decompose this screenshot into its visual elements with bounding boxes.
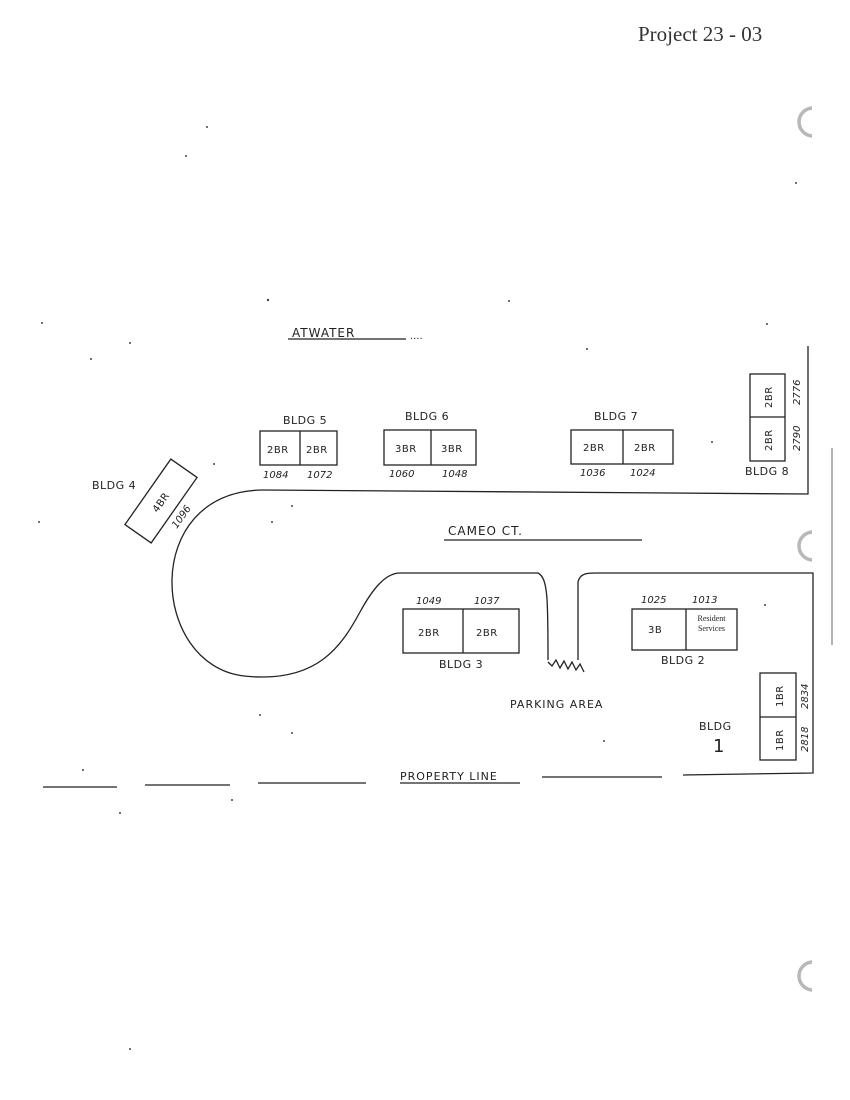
bldg-6-outline	[383, 429, 477, 466]
bldg-4-outline	[124, 458, 198, 544]
bldg-8-unit-1: 2BR	[764, 386, 775, 408]
bldg-5-unit-2: 2BR	[306, 445, 328, 456]
bldg-1-label: BLDG	[699, 720, 732, 733]
bldg-3-label: BLDG 3	[439, 658, 483, 671]
property-line-label: PROPERTY LINE	[400, 770, 498, 783]
bldg-8-address-1: 2776	[792, 380, 803, 405]
bldg-7-unit-2: 2BR	[634, 443, 656, 454]
bldg-4-address-1: 1096	[170, 504, 194, 531]
road-north-edge	[261, 346, 809, 495]
parking-area-label: PARKING AREA	[510, 698, 603, 711]
bldg-3-unit-1: 2BR	[418, 628, 440, 639]
bldg-1-number: 1	[713, 736, 724, 757]
bldg-6-label: BLDG 6	[405, 410, 449, 423]
bldg-7-address-1: 1036	[580, 468, 605, 479]
bldg-6-unit-2: 3BR	[441, 444, 463, 455]
bldg-8-label: BLDG 8	[745, 465, 789, 478]
bldg-5-address-1: 1084	[263, 470, 288, 481]
bldg-6-unit-1: 3BR	[395, 444, 417, 455]
bldg-2-unit-2-box: Resident Services	[697, 614, 726, 633]
bldg-3-address-1: 1049	[416, 596, 441, 607]
bldg-7-label: BLDG 7	[594, 410, 638, 423]
bldg-1-unit-1: 1BR	[775, 685, 786, 707]
bldg-1-address-2: 2818	[800, 727, 811, 752]
bldg-5-address-2: 1072	[307, 470, 332, 481]
bldg-2-address-2: 1013	[692, 595, 717, 606]
bldg-8-unit-2: 2BR	[764, 429, 775, 451]
cul-de-sac-curve	[171, 489, 549, 678]
bldg-3-address-2: 1037	[474, 596, 500, 607]
bldg-5-label: BLDG 5	[283, 414, 327, 427]
bldg-5-outline	[259, 430, 338, 466]
bldg-1-unit-2: 1BR	[775, 729, 786, 751]
bldg-2-unit-1: 3B	[648, 625, 662, 636]
bldg-2-label: BLDG 2	[661, 654, 705, 667]
bldg-2-outline	[631, 608, 738, 651]
court-label: CAMEO CT.	[448, 524, 523, 538]
bldg-3-unit-2: 2BR	[476, 628, 498, 639]
road-south-edge	[577, 572, 814, 776]
bldg-3-outline	[402, 608, 520, 654]
street-atwater: ATWATER	[292, 326, 355, 340]
parking-squiggle	[547, 658, 585, 673]
bldg-6-address-2: 1048	[442, 469, 467, 480]
bldg-5-unit-1: 2BR	[267, 445, 289, 456]
bldg-2-unit-2: Resident Services	[697, 614, 726, 633]
bldg-7-outline	[570, 429, 674, 465]
bldg-7-address-2: 1024	[630, 468, 655, 479]
bldg-4: 4BR 1096	[124, 458, 198, 544]
bldg-8-address-2: 2790	[792, 426, 803, 451]
bldg-4-label: BLDG 4	[92, 479, 136, 492]
scan-specks	[38, 126, 797, 1050]
bldg-7-unit-1: 2BR	[583, 443, 605, 454]
project-number: Project 23 - 03	[638, 22, 763, 46]
bldg-2-address-1: 1025	[641, 595, 666, 606]
hole-mask	[812, 100, 850, 1000]
bldg-1-address-1: 2834	[800, 684, 811, 709]
street-atwater-dots: ....	[410, 331, 423, 342]
bldg-6-address-1: 1060	[389, 469, 414, 480]
bldg-4-unit-1: 4BR	[151, 491, 172, 515]
